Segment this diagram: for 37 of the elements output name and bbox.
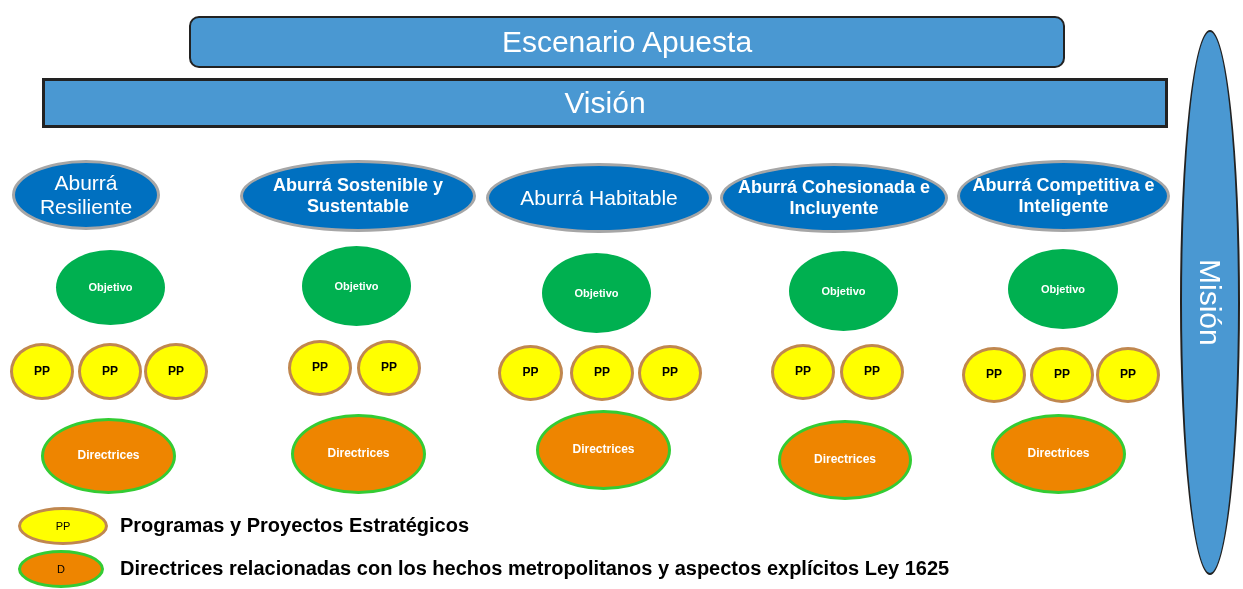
node-label: Escenario Apuesta — [501, 24, 753, 60]
node-label: PP — [522, 366, 539, 380]
node-label: PP — [986, 368, 1002, 382]
node-label: Directrices — [1027, 447, 1090, 461]
legend-text: Programas y Proyectos Estratégicos — [120, 514, 470, 537]
node-label: PP — [662, 366, 678, 380]
node-label: Directrices — [572, 443, 635, 457]
node-label: PP — [34, 364, 50, 379]
node-label: Objetivo — [1041, 282, 1085, 296]
node-label: Objetivo — [574, 286, 619, 300]
node-label: PP — [312, 361, 328, 375]
node-label: Directrices — [77, 449, 140, 463]
node-label: Aburrá Habitable — [520, 185, 678, 211]
legend-text: Directrices relacionadas con los hechos metropolitanos y aspectos explícitos Ley 1625 — [120, 557, 950, 580]
node-label: PP — [594, 366, 610, 380]
node-label: PP — [1054, 368, 1070, 382]
node-label: Aburrá Competitiva e Inteligente — [971, 175, 1156, 217]
node-label: D — [57, 562, 65, 576]
node-label: PP — [381, 361, 397, 375]
node-label: Aburrá Cohesionada e Incluyente — [736, 177, 931, 219]
node-label: PP — [55, 519, 71, 533]
node-label: Directrices — [327, 447, 390, 461]
node-label: PP — [795, 365, 811, 379]
node-label: Aburrá Resiliente — [38, 170, 134, 220]
node-label: PP — [1120, 368, 1136, 382]
node-label: Aburrá Sostenible y Sustentable — [271, 175, 444, 217]
banner-box — [189, 16, 1065, 68]
node-label: Misión — [1193, 259, 1228, 346]
node-label: PP — [864, 365, 880, 379]
node-label: Visión — [564, 85, 646, 121]
node-label: PP — [102, 364, 118, 379]
node-label: Directrices — [813, 453, 876, 467]
node-label: Objetivo — [821, 284, 866, 298]
node-label: PP — [168, 364, 184, 379]
node-label: Objetivo — [88, 281, 133, 294]
node-label: Objetivo — [334, 279, 379, 293]
banner-box — [42, 78, 1168, 128]
